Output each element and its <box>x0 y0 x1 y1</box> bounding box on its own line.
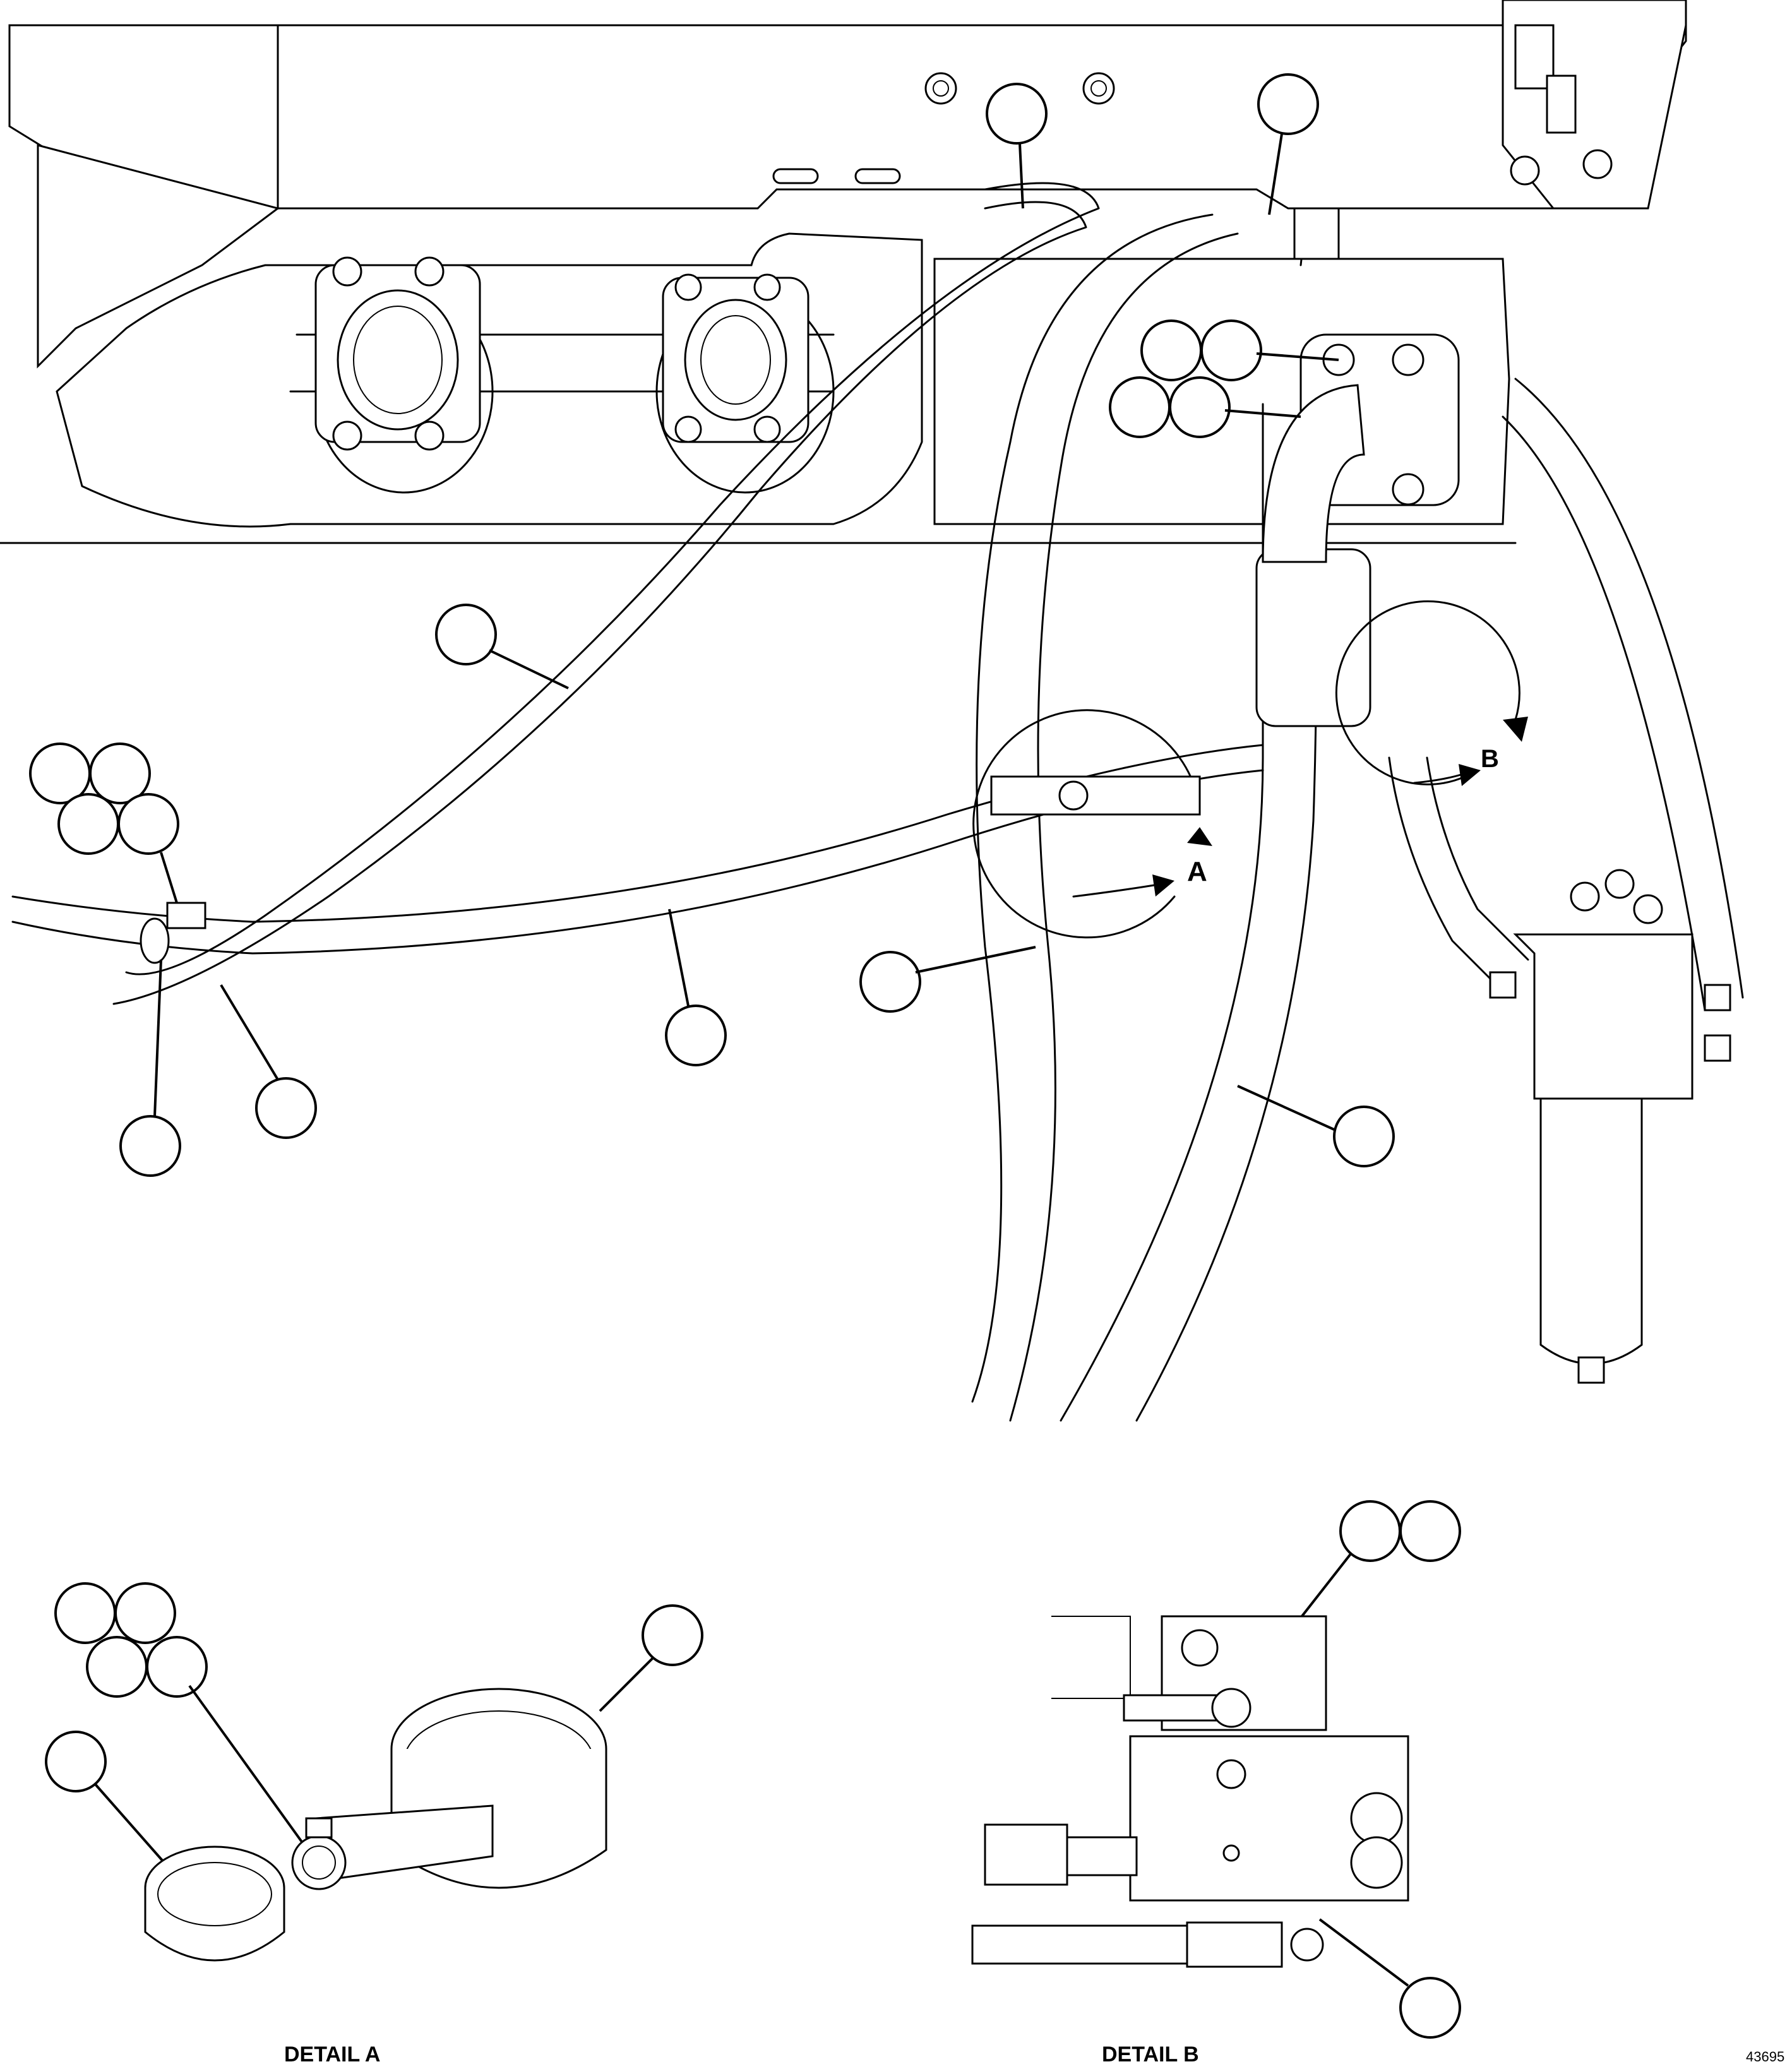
hose-3 <box>1060 384 1371 1422</box>
detail-a-marker: A <box>1187 856 1207 887</box>
pump-flange-middle <box>662 273 809 443</box>
hose-4 <box>1502 378 1744 1011</box>
detail-a-caption: DETAIL A <box>284 2042 380 2066</box>
pump-flange-left <box>314 256 481 451</box>
detail-a-circle <box>972 709 1212 939</box>
detail-a-clamp <box>144 1688 607 1962</box>
frame-bolts <box>924 24 1613 186</box>
figure-number: 43695 <box>1746 2049 1784 2065</box>
hose-1 <box>112 182 1100 1005</box>
leader-lines <box>93 133 1409 1987</box>
hose-clamp <box>140 902 206 964</box>
filter-assembly <box>1489 869 1731 1384</box>
detail-b-valve <box>971 1615 1409 1968</box>
hose-2 <box>971 213 1239 1422</box>
detail-b-circle <box>1335 600 1528 786</box>
detail-b-marker: B <box>1481 745 1499 773</box>
hose-5 <box>1388 756 1529 986</box>
machine-frame <box>0 0 1687 544</box>
callout-bubbles <box>29 73 1461 2039</box>
detail-b-caption: DETAIL B <box>1102 2042 1199 2066</box>
